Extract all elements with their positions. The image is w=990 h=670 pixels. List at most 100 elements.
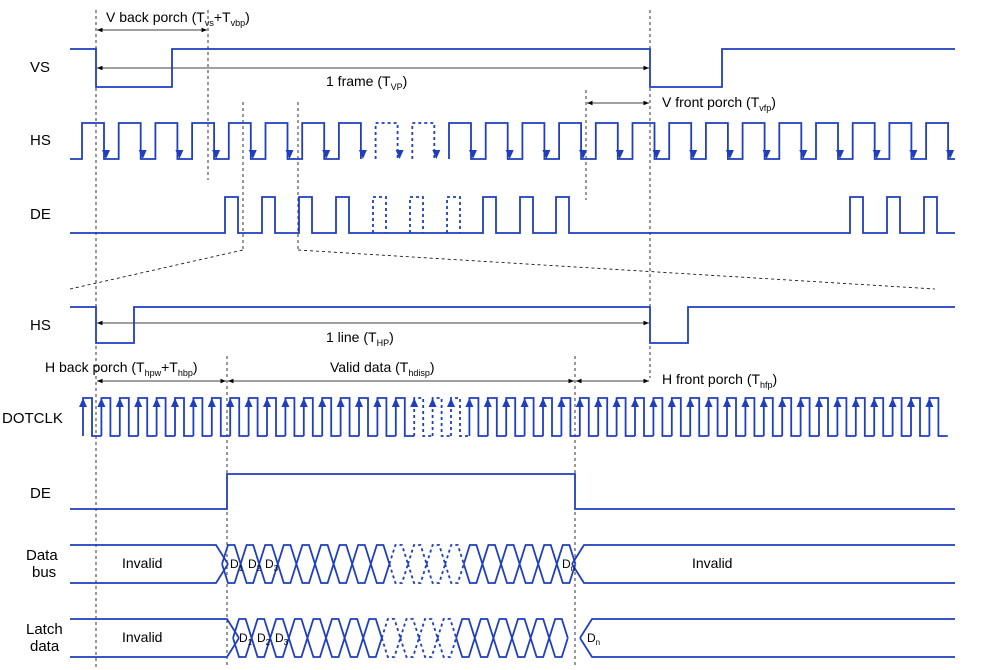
dotclk-edge-arrow [447,398,455,407]
frame-annotation: 1 frame (TVP) [326,73,407,92]
hs-top-edge-arrow [615,150,624,159]
dotclk-edge-arrow [520,398,529,407]
dotclk-edge-arrow [833,398,842,407]
dotclk-edge-arrow [557,398,566,407]
dotclk-edge-arrow [631,398,639,407]
dotclk-edge-arrow [649,398,658,407]
dotclk-edge-arrow [907,398,915,407]
dotclk-edge-arrow [796,398,805,407]
dotclk-edge-arrow [152,398,161,407]
hs-bottom-label: HS [30,317,51,334]
de-bottom-wave [70,473,955,510]
dotclk-edge-arrow [355,398,363,407]
dotclk-edge-arrow [299,398,308,407]
latch-cells-dashed [380,618,458,658]
dotclk-label: DOTCLK [2,410,63,427]
dotclk-edge-arrow [373,398,382,407]
dotclk-edge-arrow [686,398,695,407]
de-bottom-label: DE [30,485,51,502]
v-back-porch-annotation: V back porch (Tvs+Tvbp) [106,9,250,28]
de-top-wave [70,196,955,234]
hs-top-edge-arrow [285,150,294,159]
dotclk-edge-arrow [759,398,768,407]
hs-top-edge-arrow [946,150,955,159]
dotclk-edge-arrow [925,398,934,407]
hs-top-wave [70,122,955,160]
h-back-porch-annotation: H back porch (Thpw+Thbp) [45,359,198,378]
dotclk-edge-arrow [226,398,235,407]
hs-top-edge-arrow [505,150,514,159]
dotclk-edge-arrow [704,398,713,407]
dotclk-edge-arrow [465,398,474,407]
dotclk-edge-arrow [539,398,547,407]
hs-top-edge-arrow [175,150,184,159]
v-front-porch-annotation: V front porch (Tvfp) [662,94,776,113]
dotclk-edge-arrow [870,398,879,407]
latch-invalid-left: Invalid [122,629,162,645]
hs-top-edge-arrow [909,150,918,159]
hs-top-edge-arrow [212,150,221,159]
vs-label: VS [30,59,50,76]
hs-top-edge-arrow [102,150,110,159]
dotclk-dashed [413,397,470,437]
de-top-label: DE [30,206,51,223]
dotclk-edge-arrow [97,398,106,407]
databus-dn: Dn [562,557,575,573]
dotclk-edge-arrow [612,398,621,407]
dotclk-edge-arrow [815,398,823,407]
hs-top-edge-arrow [652,150,661,159]
dotclk-edge-arrow [483,398,492,407]
databus-d1: D1 [230,557,244,573]
databus-cells [221,544,577,584]
dotclk-edge-arrow [741,398,750,407]
latch-data-label-2: data [30,638,60,655]
dotclk-edge-arrow [723,398,731,407]
databus-d3: D3 [265,557,279,573]
hs-top-edge-arrow [872,150,881,159]
zoom-right [297,249,936,290]
dotclk-edge-arrow [281,398,290,407]
dotclk-edge-arrow [79,398,87,407]
latch-d3: D3 [275,631,289,647]
databus-invalid-right: Invalid [692,555,732,571]
dotclk-edge-arrow [594,398,603,407]
hs-top-edge-arrow [542,150,551,159]
latch-cells [232,618,569,658]
dotclk-edge-arrow [318,398,327,407]
hs-top-dashed [374,122,436,159]
dotclk-edge-arrow [244,398,253,407]
latch-d1: D1 [239,631,253,647]
dotclk-edge-arrow [851,398,860,407]
latch-data-label-1: Latch [26,621,63,638]
line-annotation: 1 line (THP) [326,329,394,348]
dotclk-edge-arrow [134,398,143,407]
edge-arrows [79,150,955,407]
dotclk-edge-arrow [207,398,216,407]
latch-right [579,618,955,658]
waveforms [70,48,955,658]
hs-top-edge-arrow [836,150,844,159]
dotclk-edge-arrow [391,398,400,407]
dotclk-edge-arrow [410,398,419,407]
dotclk-edge-arrow [189,398,198,407]
hs-top-edge-arrow [358,150,367,159]
dotclk-edge-arrow [336,398,345,407]
hs-top-edge-arrow [138,150,147,159]
dotclk-edge-arrow [263,398,271,407]
valid-data-annotation: Valid data (Thdisp) [330,359,435,378]
hs-top-edge-arrow [248,150,257,159]
databus-right [571,544,955,584]
dotclk-edge-arrow [667,398,676,407]
hs-top-edge-arrow [322,150,331,159]
databus-invalid-left: Invalid [122,555,162,571]
hs-bottom-wave [70,306,955,344]
latch-dn: Dn [587,631,600,647]
data-bus-label-1: Data [26,547,58,564]
de-top-dashed [372,196,461,233]
dotclk-edge-arrow [575,398,584,407]
dotclk-edge-arrow [502,398,511,407]
dotclk-edge-arrow [171,398,179,407]
dotclk-wave [82,397,948,437]
databus-cells-dashed [388,544,465,584]
